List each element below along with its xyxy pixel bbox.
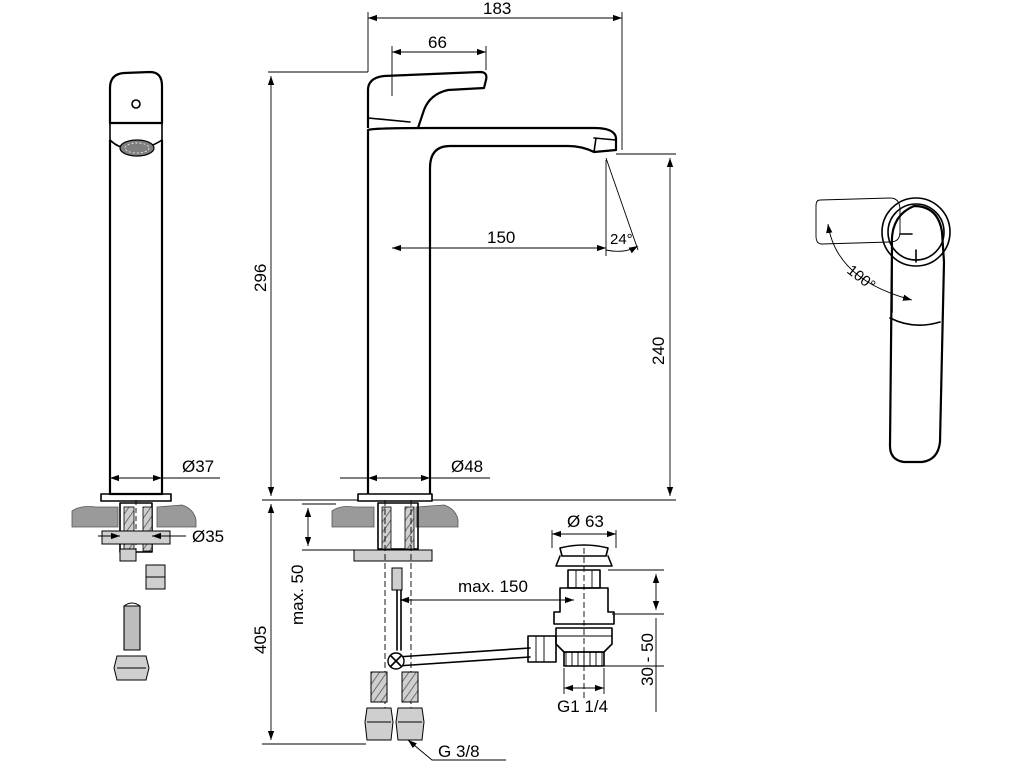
side-hose-nut-right [395, 707, 425, 741]
side-hose-left [370, 671, 388, 703]
top-lever-body [888, 204, 946, 464]
dim-30-50: 30 - 50 [638, 633, 657, 686]
dim-diameter-63: Ø 63 [567, 512, 604, 531]
dim-24deg: 24° [610, 231, 633, 248]
waste-rod-connector [527, 635, 557, 663]
front-view: Ø37 Ø35 [71, 70, 224, 681]
side-lever [366, 70, 488, 129]
side-shank [377, 502, 419, 550]
dim-max-150: max. 150 [458, 577, 528, 596]
side-view: 183 66 150 24° 296 240 Ø48 max. 50 [251, 0, 676, 761]
lever-ghost-outline [815, 197, 901, 245]
dim-66: 66 [428, 33, 447, 52]
side-hose-right [401, 671, 419, 703]
side-hose-nut-left [364, 707, 394, 741]
label-g1-1-4: G1 1/4 [557, 697, 608, 716]
dim-150: 150 [487, 228, 515, 247]
dim-183: 183 [483, 0, 511, 18]
side-spout-outlet [593, 137, 617, 153]
front-hose [123, 605, 141, 651]
dim-diameter-48: Ø48 [451, 457, 483, 476]
rotation-arc [826, 223, 913, 301]
waste-assembly: Ø 63 30 - 50 G1 1/4 [527, 512, 664, 716]
front-lever-cap [108, 70, 164, 125]
waste-body [553, 587, 615, 625]
side-fixing-plate [353, 549, 433, 562]
dim-max-50: max. 50 [288, 565, 307, 625]
waste-plug [559, 544, 609, 557]
dim-diameter-35: Ø35 [192, 527, 224, 546]
label-g-3-8: G 3/8 [438, 742, 480, 761]
front-body [108, 140, 164, 496]
side-body [366, 126, 618, 494]
top-view: 100° [815, 197, 951, 464]
side-base-plate [357, 493, 433, 502]
dim-diameter-37: Ø37 [182, 457, 214, 476]
front-fixing-plate [101, 530, 171, 545]
dim-296: 296 [251, 264, 270, 292]
dim-405: 405 [251, 626, 270, 654]
dim-240: 240 [649, 337, 668, 365]
side-deck [331, 506, 375, 528]
front-deck [71, 506, 119, 528]
front-lever-indicator [131, 99, 141, 109]
pop-up-linkage [396, 647, 531, 667]
